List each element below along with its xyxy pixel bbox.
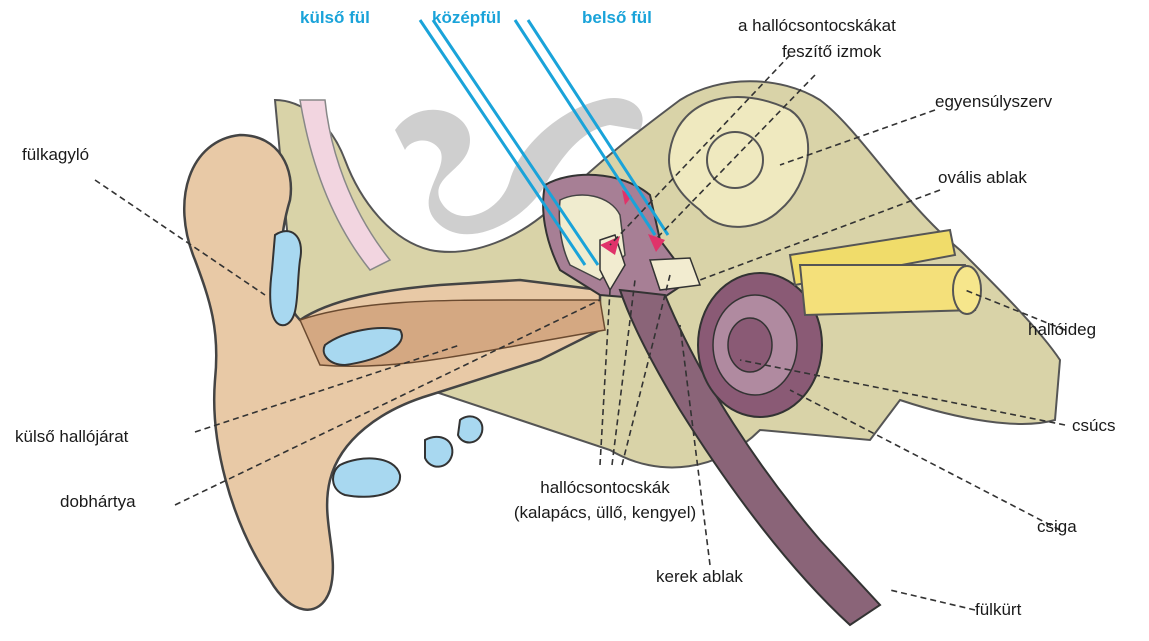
label-oval-window: ovális ablak: [938, 168, 1027, 188]
label-auditory-nerve: hallóideg: [1028, 320, 1096, 340]
fluid-pocket-3: [425, 437, 452, 467]
label-muscles-line2: feszítő izmok: [782, 42, 881, 62]
label-muscles-line1: a hallócsontocskákat: [738, 16, 896, 36]
label-ossicles-line1: hallócsontocskák: [490, 478, 720, 498]
region-label-outer-ear: külső fül: [300, 8, 370, 28]
label-cochlea: csiga: [1037, 517, 1077, 537]
label-vestibular: egyensúlyszerv: [935, 92, 1052, 112]
label-eustachian: fülkürt: [975, 600, 1021, 620]
fluid-pocket-4: [333, 458, 400, 496]
fluid-pocket-5: [458, 416, 482, 442]
label-eardrum: dobhártya: [60, 492, 136, 512]
label-round-window: kerek ablak: [656, 567, 743, 587]
region-label-inner-ear: belső fül: [582, 8, 652, 28]
label-apex: csúcs: [1072, 416, 1115, 436]
cochlea-spiral-inner: [728, 318, 772, 372]
label-ossicles-line2: (kalapács, üllő, kengyel): [490, 503, 720, 523]
leader-eustachian: [890, 590, 975, 610]
region-label-middle-ear: középfül: [432, 8, 501, 28]
label-pinna: fülkagyló: [22, 145, 89, 165]
label-ear-canal: külső hallójárat: [15, 427, 128, 447]
auditory-nerve-bundle-2: [800, 265, 975, 315]
